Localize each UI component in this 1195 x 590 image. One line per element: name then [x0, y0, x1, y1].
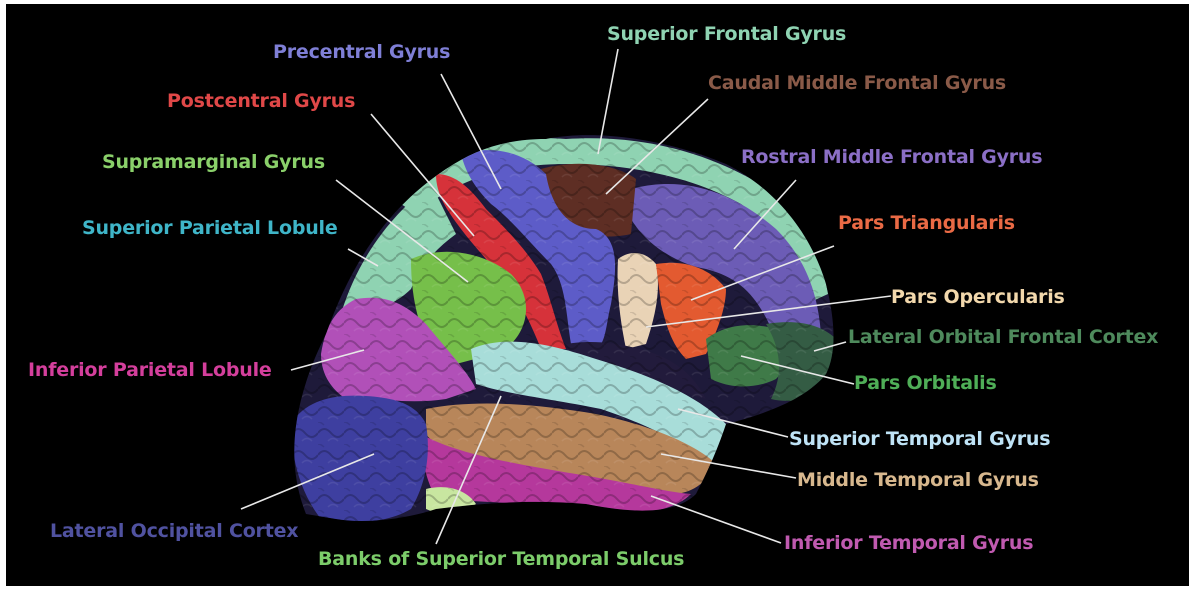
label-precentral-gyrus: Precentral Gyrus — [273, 41, 450, 63]
brain-diagram-figure: Precentral Gyrus Superior Frontal Gyrus … — [6, 4, 1189, 586]
label-inferior-temporal-gyrus: Inferior Temporal Gyrus — [784, 532, 1033, 554]
label-rostral-middle-frontal-gyrus: Rostral Middle Frontal Gyrus — [741, 146, 1042, 168]
label-caudal-middle-frontal-gyrus: Caudal Middle Frontal Gyrus — [708, 72, 1006, 94]
label-superior-parietal-lobule: Superior Parietal Lobule — [82, 217, 338, 239]
label-postcentral-gyrus: Postcentral Gyrus — [167, 90, 355, 112]
label-pars-orbitalis: Pars Orbitalis — [854, 372, 997, 394]
label-pars-triangularis: Pars Triangularis — [838, 212, 1015, 234]
label-lateral-orbital-frontal-cortex: Lateral Orbital Frontal Cortex — [848, 326, 1158, 348]
label-superior-temporal-gyrus: Superior Temporal Gyrus — [789, 428, 1050, 450]
label-superior-frontal-gyrus: Superior Frontal Gyrus — [607, 23, 846, 45]
label-pars-opercularis: Pars Opercularis — [891, 286, 1065, 308]
label-supramarginal-gyrus: Supramarginal Gyrus — [102, 151, 325, 173]
label-middle-temporal-gyrus: Middle Temporal Gyrus — [797, 469, 1039, 491]
leader-inferior-temporal — [651, 496, 781, 543]
label-banks-of-superior-temporal-sulcus: Banks of Superior Temporal Sulcus — [318, 548, 684, 570]
label-lateral-occipital-cortex: Lateral Occipital Cortex — [50, 520, 298, 542]
label-inferior-parietal-lobule: Inferior Parietal Lobule — [28, 359, 272, 381]
